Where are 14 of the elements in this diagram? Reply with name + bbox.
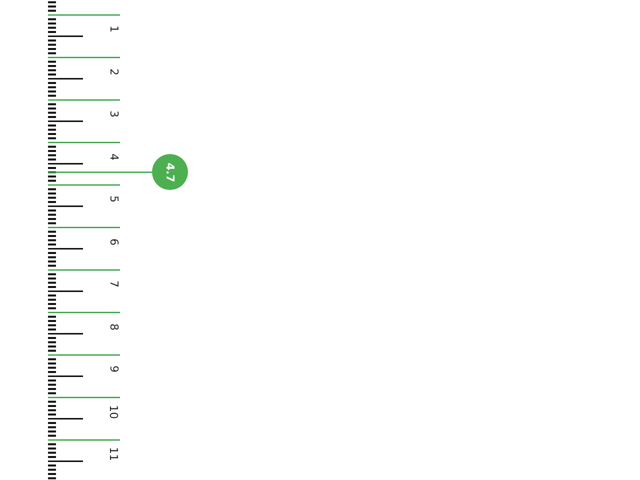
value-marker: 4.7 (152, 154, 188, 190)
scale-number: 4 (107, 153, 119, 160)
scale-number: 1 (107, 26, 119, 32)
leader-line (48, 172, 152, 173)
scale-number: 6 (107, 238, 119, 245)
scale-number: 2 (107, 68, 119, 75)
scale-number: 5 (107, 196, 119, 202)
scale-number: 11 (107, 447, 119, 461)
scale-number: 9 (107, 366, 119, 372)
scale-number: 8 (107, 323, 119, 330)
scale-number: 3 (107, 110, 119, 118)
ruler-drawing (48, 1, 120, 480)
scale-number: 7 (107, 280, 119, 288)
scale-number: 10 (107, 404, 119, 418)
